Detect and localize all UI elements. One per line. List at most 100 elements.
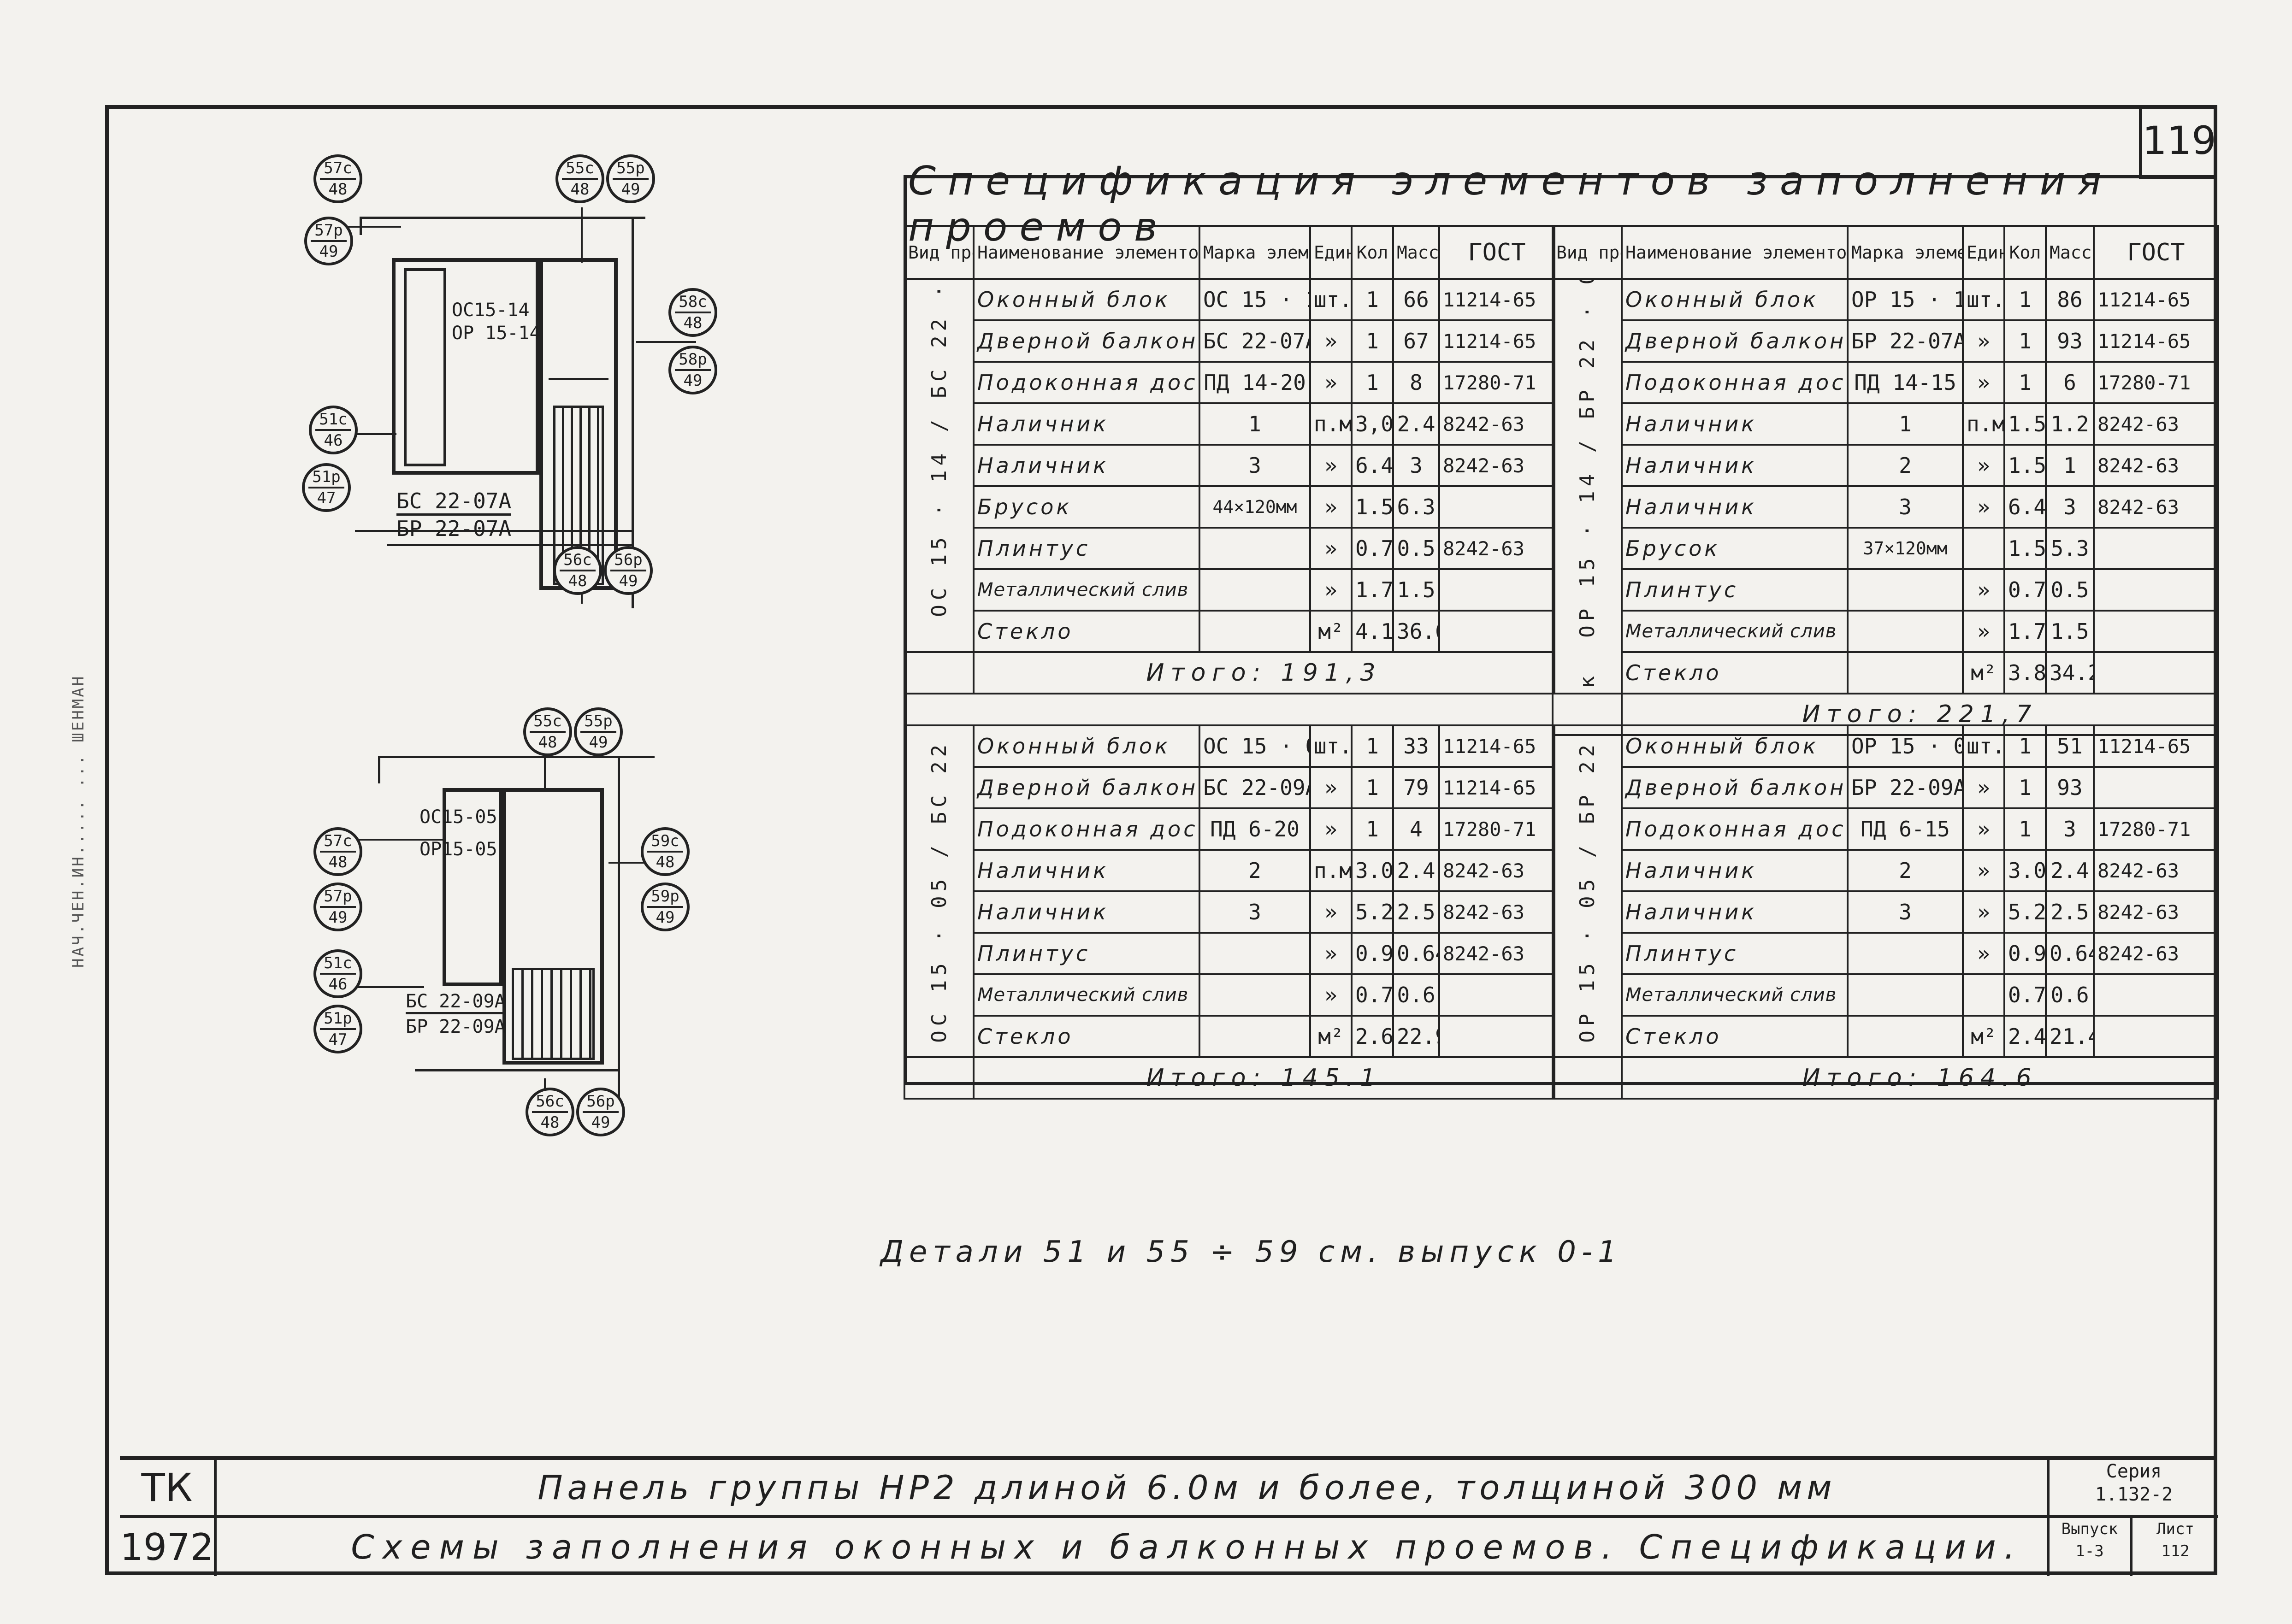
spec-block-os15-05: блок ОС 15 · 05 / БС 22 · 09А Оконный бл… (904, 724, 1555, 1100)
total-row: Итого: 191,3 (904, 651, 1555, 694)
table-row: блок ОС 15 · 05 / БС 22 · 09А Оконный бл… (904, 724, 1555, 1058)
table-row: Плинтус»0.950.648242-63 (904, 932, 1555, 975)
sheet-title-line-2: Схемы заполнения оконных и балконных про… (351, 1528, 2023, 1566)
header-name: Наименование элементов (973, 225, 1200, 280)
title-block: ТК 1972 Панель группы НР2 длиной 6.0м и … (120, 1456, 2218, 1576)
opening-type: блок ОР 15 · 05 / БР 22 · 09А (1575, 725, 1599, 1057)
header-mass: Масса кг (1392, 225, 1440, 280)
organization-code: ТК (120, 1460, 217, 1518)
total-value: Итого: 164.6 (1621, 1056, 2219, 1100)
total-value: Итого: 145.1 (973, 1056, 1555, 1100)
door-lower-panel (512, 968, 595, 1060)
total-row: Итого: 164.6 (1552, 1056, 2219, 1100)
table-row: Плинтус»0.950.648242-63 (1553, 932, 2219, 975)
opening-scheme-1: ОС15-14 ОР 15-14 БС 22-07А БР 22-07А (277, 147, 738, 618)
series-value: 1.132-2 (2095, 1484, 2173, 1505)
table-row: Дверной балкон.блокБР 22-09А»193 (1553, 766, 2219, 809)
door-mark-label-r: БР 22-07А (396, 516, 512, 541)
window-frame (443, 788, 502, 986)
spec-block-op15-05: блок ОР 15 · 05 / БР 22 · 09А Оконный бл… (1552, 724, 2219, 1100)
header-qty: Кол (1351, 225, 1394, 280)
header-vid: Вид проема (904, 225, 975, 280)
table-row: блок ОР 15 · 05 / БР 22 · 09А Оконный бл… (1552, 724, 2219, 1058)
series-cell: Серия 1.132-2 (2047, 1460, 2218, 1518)
year: 1972 (120, 1518, 217, 1576)
door-mark-label-r: БР 22-09А (406, 1016, 506, 1037)
window-mark-label-r: ОР15-05 (419, 839, 497, 860)
header-unit: Един изм (1962, 225, 2005, 280)
issue-label: Выпуск (2061, 1520, 2118, 1538)
door-mark-label: БС 22-09А (406, 991, 506, 1014)
details-note: Детали 51 и 55 ÷ 59 см. выпуск 0-1 (880, 1235, 1622, 1269)
sheet-cell: Лист 112 (2133, 1518, 2218, 1576)
table-row: Металлический слив»1.701.5 (904, 568, 1555, 612)
table-row: Металлический слив»0.700.6 (904, 973, 1555, 1017)
header-gost: ГОСТ (2093, 225, 2219, 280)
header-unit: Един изм (1309, 225, 1353, 280)
header-qty: Кол (2003, 225, 2047, 280)
header-name: Наименование элементов (1621, 225, 1849, 280)
sheet-title-line-1: Панель группы НР2 длиной 6.0м и более, т… (217, 1460, 2157, 1518)
opening-type: блок ОР 15 · 14 / БР 22 · 07А (1575, 279, 1599, 694)
window-mark-label: ОС15-05 (419, 806, 497, 828)
header-vid: Вид проема (1552, 225, 1623, 280)
opening-type: блок ОС 15 · 14 / БС 22 · 07А (927, 279, 951, 652)
specification-title: Спецификация элементов заполнения проемо… (908, 158, 2114, 250)
table-row: блок ОС 15 · 14 / БС 22 · 07А Оконный бл… (904, 278, 1555, 653)
issue-value: 1-3 (2075, 1542, 2104, 1560)
spec-block-os15-14: Вид проема Наименование элементов Марка … (904, 225, 1555, 694)
table-row: блок ОР 15 · 14 / БР 22 · 07А Оконный бл… (1552, 278, 2219, 694)
header-gost: ГОСТ (1438, 225, 1555, 280)
total-value: Итого: 191,3 (973, 651, 1555, 694)
door-mark-label: БС 22-07А (396, 488, 512, 516)
header-mark: Марка элемента (1847, 225, 1964, 280)
table-row: Металлический слив»1.701.5 (1553, 610, 2219, 653)
total-row: Итого: 145.1 (904, 1056, 1555, 1100)
page-number: 119 (2139, 105, 2216, 179)
sheet-label: Лист (2156, 1520, 2194, 1538)
header-mass: Масса кг (2045, 225, 2095, 280)
opening-scheme-2: ОС15-05 ОР15-05 БС 22-09А БР 22-09А (286, 710, 747, 1143)
window-mark-label-r: ОР 15-14 (452, 323, 541, 344)
sheet-value: 112 (2161, 1542, 2190, 1560)
balcony-door (502, 788, 604, 1065)
